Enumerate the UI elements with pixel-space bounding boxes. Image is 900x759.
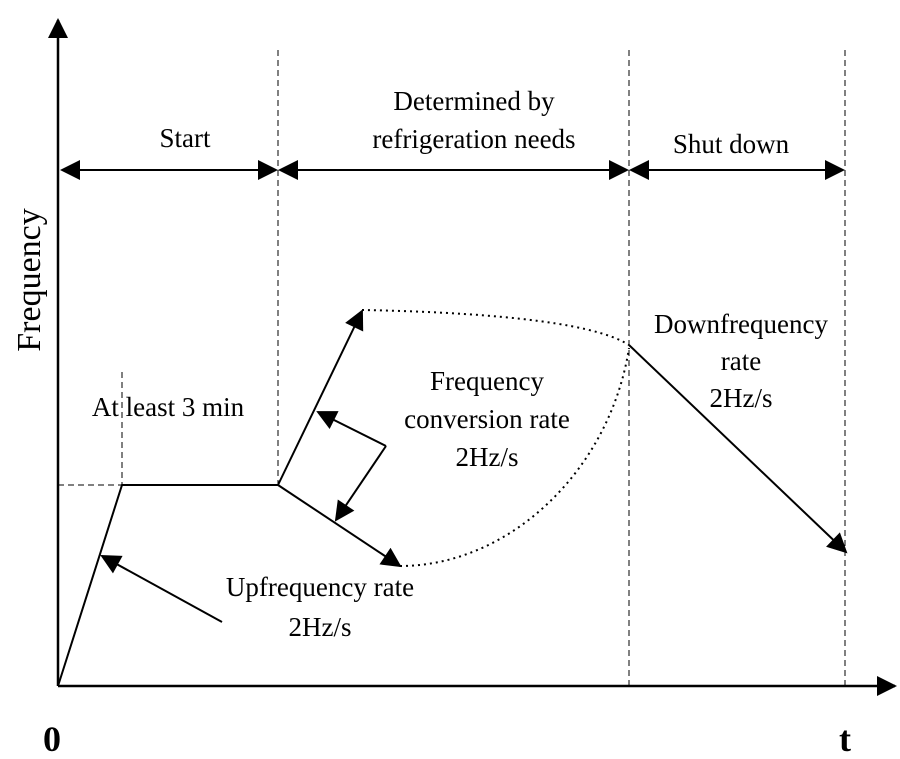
upper-branch-arrow <box>277 309 364 486</box>
x-axis-label: t <box>839 719 851 759</box>
determined-phase-label-2: refrigeration needs <box>372 124 575 154</box>
min-time-label: At least 3 min <box>92 392 245 422</box>
upfrequency-pointer <box>100 555 223 623</box>
lower-branch-arrow <box>277 484 402 568</box>
lower-dotted-envelope <box>399 347 630 567</box>
conversion-label-2: conversion rate <box>404 404 570 434</box>
conversion-pointer-lower <box>334 445 387 522</box>
downfrequency-label-2: rate <box>721 346 761 376</box>
determined-phase-label-1: Determined by <box>393 86 555 116</box>
upper-dotted-envelope <box>361 309 630 346</box>
downfrequency-label-1: Downfrequency <box>654 309 828 339</box>
origin-label: 0 <box>43 719 61 759</box>
conversion-label-3: 2Hz/s <box>456 442 519 472</box>
shutdown-phase-label: Shut down <box>673 129 790 159</box>
downfrequency-label-3: 2Hz/s <box>710 383 773 413</box>
conversion-pointer-upper <box>316 411 387 447</box>
frequency-profile-start <box>57 484 278 687</box>
start-phase-label: Start <box>160 123 211 153</box>
upfrequency-label-2: 2Hz/s <box>289 612 352 642</box>
upfrequency-label-1: Upfrequency rate <box>226 572 414 602</box>
y-axis-label: Frequency <box>11 208 48 352</box>
downfrequency-line <box>628 344 848 554</box>
conversion-label-1: Frequency <box>430 366 544 396</box>
